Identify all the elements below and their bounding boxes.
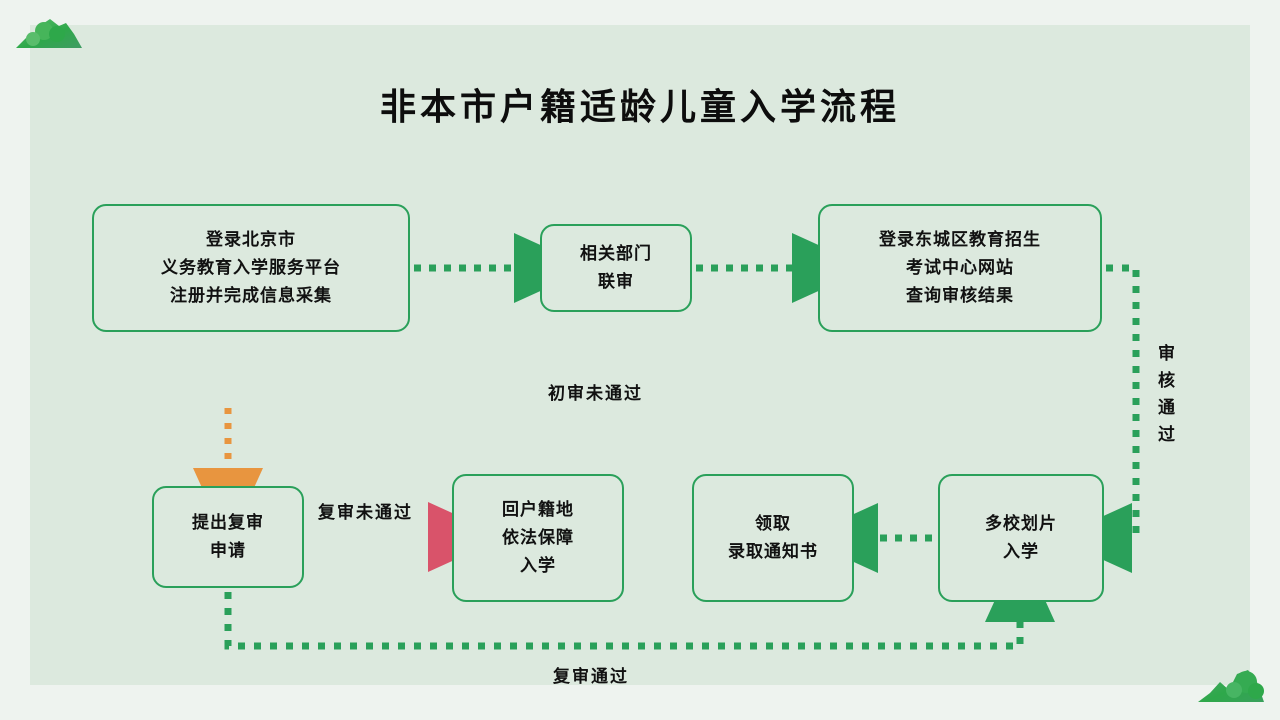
node-joint-review-line-2: 联审 (598, 272, 634, 292)
node-register-line-3: 注册并完成信息采集 (170, 286, 332, 307)
node-multi-school[interactable]: 多校划片 入学 (938, 474, 1104, 602)
edge-label-recheck-passed: 复审通过 (553, 667, 629, 687)
node-return-hukou[interactable]: 回户籍地 依法保障 入学 (452, 474, 624, 602)
node-get-notice-line-2: 录取通知书 (728, 542, 818, 562)
node-get-notice-line-1: 领取 (755, 513, 791, 534)
bush-decoration-icon (1196, 668, 1266, 706)
node-query-result-line-2: 考试中心网站 (906, 257, 1014, 278)
edge-label-first-review-failed: 初审未通过 (548, 384, 643, 404)
node-multi-school-line-1: 多校划片 (985, 513, 1057, 534)
node-return-hukou-line-2: 依法保障 (502, 527, 574, 548)
node-get-notice[interactable]: 领取 录取通知书 (692, 474, 854, 602)
edge-label-audit-passed: 审核通过 (1154, 344, 1174, 452)
node-submit-recheck-line-1: 提出复审 (192, 512, 264, 533)
node-submit-recheck[interactable]: 提出复审 申请 (152, 486, 304, 588)
node-joint-review[interactable]: 相关部门 联审 (540, 224, 692, 312)
node-query-result-line-3: 查询审核结果 (906, 286, 1014, 307)
node-return-hukou-line-3: 入学 (520, 556, 556, 577)
node-joint-review-line-1: 相关部门 (580, 243, 652, 264)
edge-label-recheck-failed: 复审未通过 (318, 503, 413, 523)
node-submit-recheck-line-2: 申请 (210, 541, 246, 561)
node-query-result-line-1: 登录东城区教育招生 (879, 229, 1041, 250)
page-title: 非本市户籍适龄儿童入学流程 (379, 86, 900, 128)
node-register-line-2: 义务教育入学服务平台 (161, 257, 341, 278)
node-register[interactable]: 登录北京市 义务教育入学服务平台 注册并完成信息采集 (92, 204, 410, 332)
bush-decoration-icon (14, 14, 84, 52)
node-register-line-1: 登录北京市 (206, 229, 296, 250)
node-return-hukou-line-1: 回户籍地 (502, 499, 574, 520)
node-query-result[interactable]: 登录东城区教育招生 考试中心网站 查询审核结果 (818, 204, 1102, 332)
node-multi-school-line-2: 入学 (1003, 542, 1039, 562)
